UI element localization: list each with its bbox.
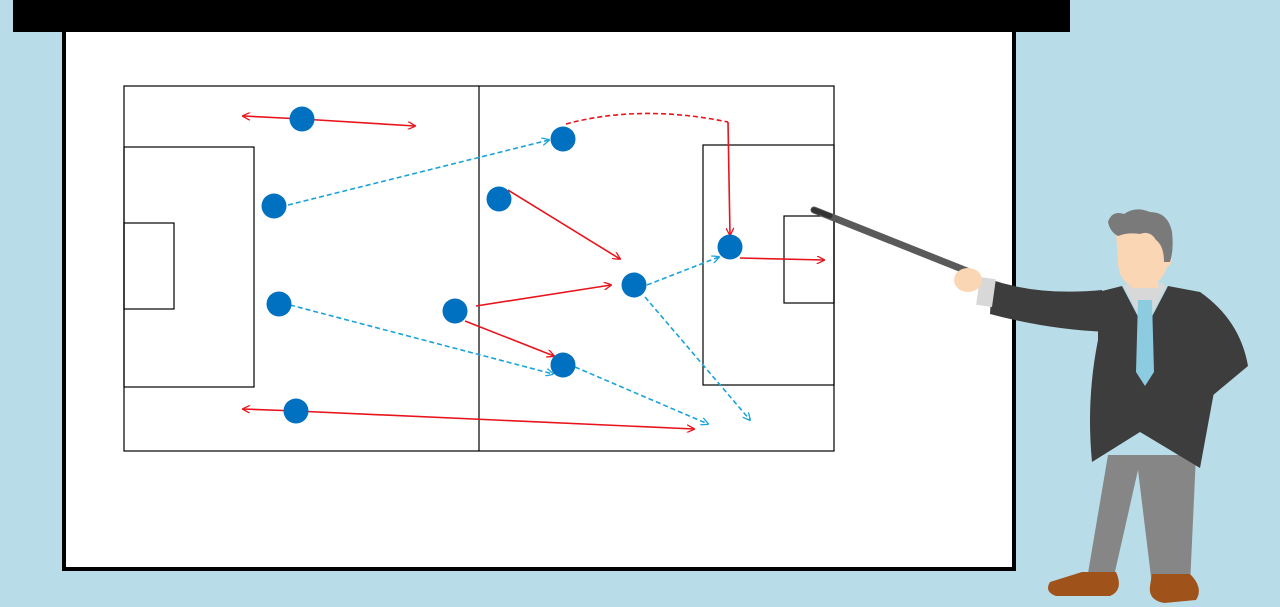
player-marker-p5	[442, 298, 468, 324]
pass-arrows	[287, 140, 750, 424]
player-marker-p9	[621, 272, 647, 298]
pointer-stick	[810, 206, 976, 277]
pass-arrow-d4	[646, 257, 719, 286]
player-marker-p1	[289, 106, 315, 132]
pointer-tip	[811, 207, 833, 219]
football-pitch	[123, 85, 835, 452]
screen-top-bar	[13, 0, 1070, 32]
player-marker-p4	[283, 398, 309, 424]
players	[261, 106, 743, 424]
left-goal-area	[123, 222, 175, 310]
run-arrow-r5	[507, 189, 620, 259]
presenter-hip-arm	[1196, 292, 1248, 396]
presenter-tie	[1136, 300, 1154, 386]
player-marker-p3	[266, 291, 292, 317]
projector-screen	[13, 0, 1070, 571]
curved-run-arrow	[565, 112, 729, 125]
run-arrow-r7	[464, 320, 554, 356]
presenter-figure	[810, 206, 1248, 603]
presenter-trousers	[1086, 455, 1196, 585]
run-arrow-r9	[739, 258, 824, 260]
player-marker-p7	[550, 126, 576, 152]
presenter-jacket	[1090, 286, 1246, 468]
presenter-arm	[990, 280, 1108, 332]
right-shoe-icon	[1149, 574, 1199, 603]
pass-arrow-d3	[574, 366, 708, 424]
presenter-hand	[954, 268, 982, 292]
player-marker-p2	[261, 193, 287, 219]
player-marker-p6	[486, 186, 512, 212]
run-arrow-r6	[475, 285, 611, 307]
pass-arrow-d2	[289, 304, 553, 374]
presenter-hair	[1108, 209, 1173, 262]
run-arrow-r4	[295, 410, 694, 429]
whiteboard	[62, 28, 1016, 571]
pass-arrow-d5	[644, 296, 750, 420]
player-marker-p8	[550, 352, 576, 378]
left-shoe-icon	[1048, 572, 1119, 596]
run-arrow-r8	[728, 121, 730, 235]
run-arrow-r2	[301, 118, 415, 126]
presenter-cuff	[976, 277, 996, 307]
player-marker-p10	[717, 234, 743, 260]
pass-arrow-d1	[287, 140, 549, 206]
